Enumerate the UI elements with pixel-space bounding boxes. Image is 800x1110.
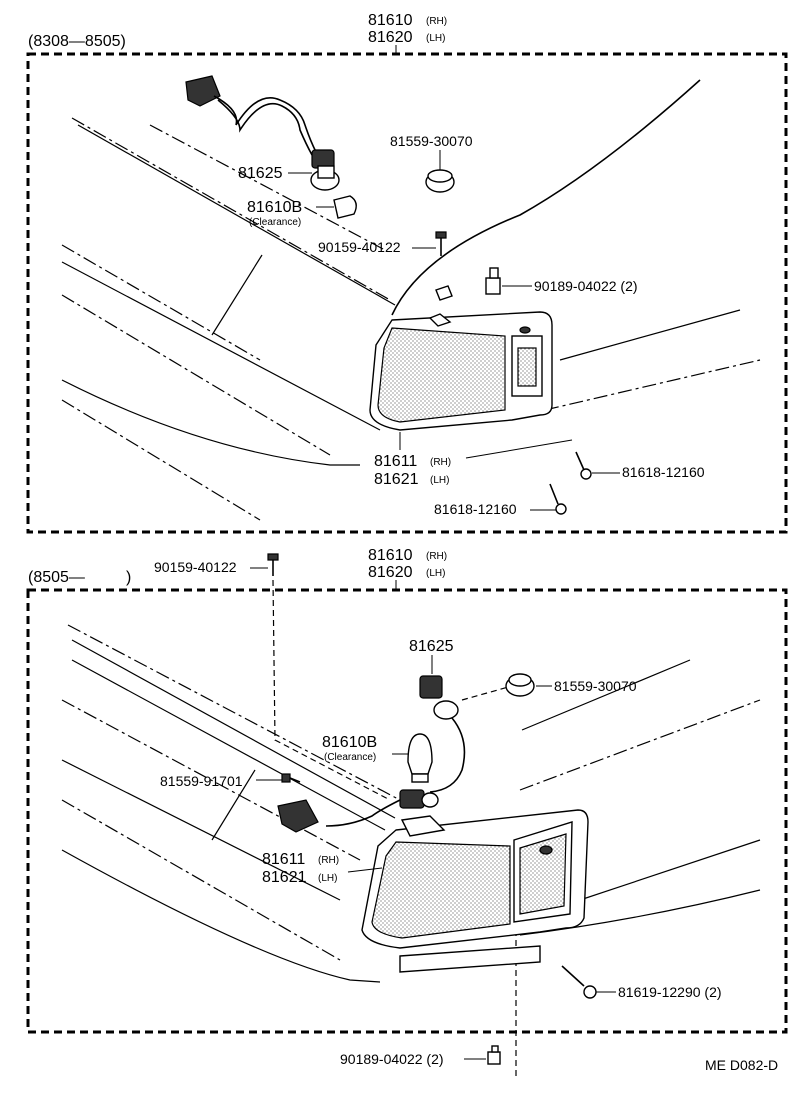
bottom-bulb-note: (Clearance) <box>324 752 376 763</box>
bottom-lamp-housing <box>361 809 589 973</box>
top-body-outline <box>61 79 761 521</box>
bottom-wire <box>429 717 466 793</box>
bottom-lens-lh-side: (LH) <box>318 873 337 884</box>
bottom-nut-label: 90189-04022 (2) <box>340 1051 444 1067</box>
top-lens-rh: 81611 <box>374 453 417 470</box>
top-lamp-housing <box>369 311 553 431</box>
bottom-body-outline <box>61 624 761 983</box>
top-bulb-label: 81610B <box>247 199 302 216</box>
top-grommet-icon <box>425 169 455 193</box>
bottom-grommet-icon <box>505 673 535 697</box>
bottom-assembly-lh-side: (LH) <box>426 568 445 579</box>
top-lens-lh-side: (LH) <box>430 475 449 486</box>
bottom-lower-socket-icon <box>399 789 439 809</box>
bottom-harness-wire <box>325 799 401 827</box>
top-assembly-rh: 81610 <box>368 12 413 29</box>
top-assembly-lh: 81620 <box>368 29 413 46</box>
bottom-date-range-close: ) <box>126 569 131 586</box>
top-screw-b-icon <box>549 483 567 515</box>
bottom-connector-icon <box>277 799 319 833</box>
top-assembly-rh-side: (RH) <box>426 16 447 27</box>
top-screw-label: 90159-40122 <box>318 239 401 255</box>
top-socket-label: 81625 <box>238 165 283 182</box>
bottom-socket-label: 81625 <box>409 638 454 655</box>
top-socket-icon <box>310 149 340 191</box>
top-lens-lh: 81621 <box>374 471 419 488</box>
bottom-assembly-rh: 81610 <box>368 547 413 564</box>
top-connector-icon <box>185 75 221 107</box>
top-screw-a-label: 81618-12160 <box>622 464 705 480</box>
top-screw-icon <box>435 231 447 256</box>
top-nut-icon <box>435 267 501 301</box>
bottom-screw-top-icon <box>267 553 279 576</box>
top-assembly-lh-side: (LH) <box>426 33 445 44</box>
top-screw-b-label: 81618-12160 <box>434 501 517 517</box>
bottom-clip-label: 81559-91701 <box>160 773 243 789</box>
top-section: (8308—8505) 81610 (RH) 81620 (LH) <box>26 12 788 534</box>
diagram-code: ME D082-D <box>705 1057 778 1073</box>
bottom-assembly-lh: 81620 <box>368 564 413 581</box>
top-date-range: (8308—8505) <box>28 33 126 50</box>
bottom-screw-icon <box>561 965 597 999</box>
top-lens-rh-side: (RH) <box>430 457 451 468</box>
bottom-socket-icon <box>419 675 459 720</box>
bottom-clip-icon <box>281 773 301 783</box>
top-screw-a-icon <box>575 451 592 480</box>
bottom-frame <box>26 588 788 1034</box>
bottom-assembly-rh-side: (RH) <box>426 551 447 562</box>
bottom-bulb-label: 81610B <box>322 734 377 751</box>
bottom-section: (8505— ) 90159-40122 81610 (RH) 81620 (L… <box>26 547 788 1080</box>
bottom-nut-icon <box>487 1045 501 1065</box>
bottom-lens-lh: 81621 <box>262 869 307 886</box>
top-frame <box>26 52 788 534</box>
top-nut-label: 90189-04022 (2) <box>534 278 638 294</box>
top-bulb-icon <box>333 195 357 219</box>
top-wire-harness <box>185 75 317 156</box>
top-bulb-note: (Clearance) <box>249 217 301 228</box>
bottom-screw-top-label: 90159-40122 <box>154 559 237 575</box>
top-grommet-label: 81559-30070 <box>390 133 473 149</box>
bottom-screw-label: 81619-12290 (2) <box>618 984 722 1000</box>
bottom-lens-rh: 81611 <box>262 851 305 868</box>
bottom-bulb-icon <box>407 733 433 783</box>
bottom-lens-rh-side: (RH) <box>318 855 339 866</box>
bottom-date-range: (8505— <box>28 569 85 586</box>
bottom-grommet-label: 81559-30070 <box>554 678 637 694</box>
